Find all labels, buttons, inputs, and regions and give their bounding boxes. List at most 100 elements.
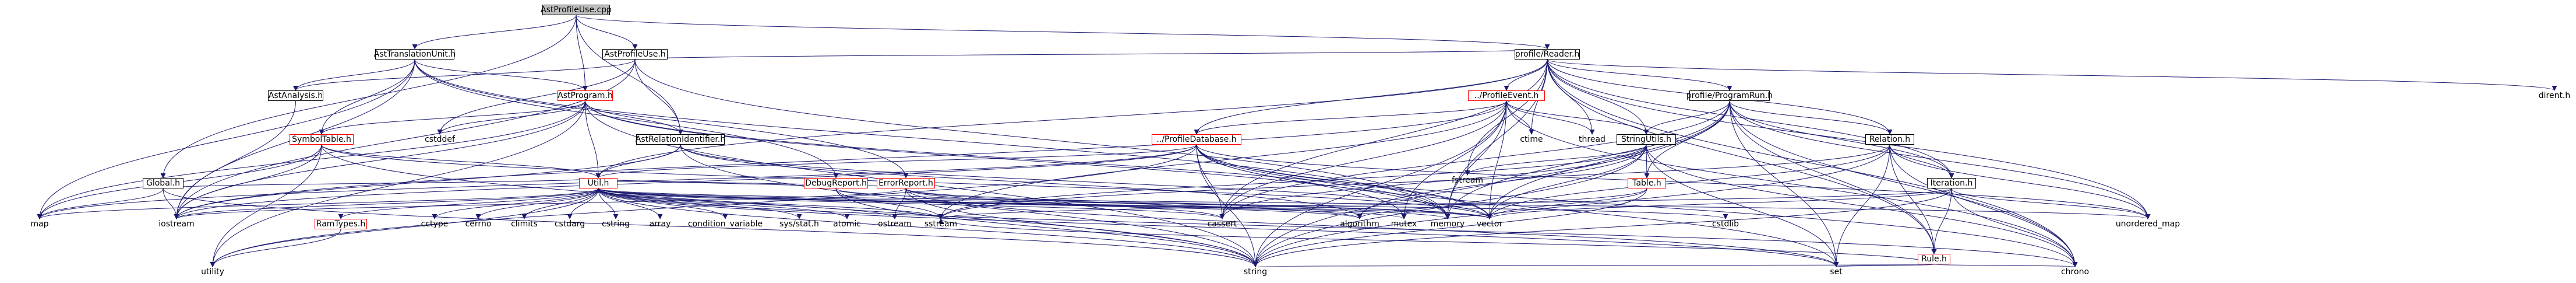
node-memory[interactable]: memory bbox=[1430, 219, 1466, 229]
node-unordered-map[interactable]: unordered_map bbox=[2110, 219, 2186, 229]
node-label: ctime bbox=[1520, 135, 1543, 144]
node-vector[interactable]: vector bbox=[1474, 219, 1505, 229]
node-label: sys/stat.h bbox=[779, 219, 819, 229]
node-direct[interactable]: dirent.h bbox=[2539, 90, 2571, 101]
node-ast-relation-identifier[interactable]: AstRelationIdentifier.h bbox=[636, 134, 725, 145]
edge-symbol-table-to-util bbox=[321, 144, 601, 179]
edge-iteration-to-unordered-map bbox=[1951, 188, 2151, 219]
node-ast-program[interactable]: AstProgram.h bbox=[557, 90, 613, 101]
node-cassert[interactable]: cassert bbox=[1205, 219, 1240, 229]
node-rule[interactable]: Rule.h bbox=[1918, 254, 1950, 264]
edge-ast-program-to-ast-relation-identifier bbox=[585, 100, 683, 135]
node-utility[interactable]: utility bbox=[196, 267, 230, 277]
edge-profile-reader-to-rule bbox=[1547, 59, 1937, 254]
edge-util-to-ostream bbox=[598, 188, 898, 219]
edge-profile-event-to-ctime bbox=[1506, 100, 1534, 135]
node-atomic[interactable]: atomic bbox=[830, 219, 864, 229]
edge-rule-to-set bbox=[1834, 261, 1935, 267]
edge-table-to-algorithm bbox=[1357, 188, 1647, 219]
node-profile-event[interactable]: ../ProfileEvent.h bbox=[1468, 90, 1545, 101]
edge-util-to-utility bbox=[210, 188, 599, 267]
edge-string-utils-to-chrono bbox=[1646, 144, 2078, 267]
node-mutex[interactable]: mutex bbox=[1388, 219, 1420, 229]
node-set[interactable]: set bbox=[1825, 267, 1848, 277]
edge-error-report-to-set bbox=[905, 188, 1839, 267]
node-profile-program-run[interactable]: profile/ProgramRun.h bbox=[1686, 90, 1773, 101]
node-fstream[interactable]: fstream bbox=[1450, 175, 1485, 186]
edge-ast-program-to-symbol-table bbox=[319, 100, 585, 135]
node-table[interactable]: Table.h bbox=[1628, 178, 1666, 188]
edge-ast-translation-unit-to-ast-program bbox=[414, 59, 588, 91]
node-relation[interactable]: Relation.h bbox=[1865, 134, 1914, 145]
node-cstring[interactable]: cstring bbox=[598, 219, 634, 229]
node-cstdarg[interactable]: cstdarg bbox=[552, 219, 588, 229]
edge-profile-reader-to-fstream bbox=[1465, 59, 1548, 176]
node-label: string bbox=[1243, 267, 1268, 277]
node-sstream[interactable]: sstream bbox=[922, 219, 960, 229]
edge-ast-profile-use-to-ast-relation-identifier bbox=[634, 59, 683, 135]
edge-profile-database-to-set bbox=[1196, 144, 1839, 267]
node-array[interactable]: array bbox=[645, 219, 675, 229]
edge-profile-reader-to-util bbox=[595, 59, 1548, 179]
node-algorithm[interactable]: algorithm bbox=[1339, 219, 1381, 229]
node-label: ostream bbox=[878, 219, 912, 229]
node-debug-report[interactable]: DebugReport.h bbox=[804, 178, 868, 188]
node-label: Rule.h bbox=[1921, 254, 1947, 264]
node-profile-database[interactable]: ../ProfileDatabase.h bbox=[1152, 134, 1241, 145]
node-string[interactable]: string bbox=[1240, 267, 1271, 277]
edge-profile-event-to-mutex bbox=[1401, 100, 1507, 219]
node-global[interactable]: Global.h bbox=[143, 178, 184, 188]
node-cstddef[interactable]: cstddef bbox=[423, 134, 457, 145]
node-label: profile/Reader.h bbox=[1515, 50, 1580, 59]
edge-symbol-table-to-utility bbox=[210, 144, 322, 267]
edge-root-to-ast-relation-identifier bbox=[576, 15, 683, 135]
node-symbol-table[interactable]: SymbolTable.h bbox=[290, 134, 354, 145]
edge-profile-program-run-to-set bbox=[1729, 100, 1839, 267]
edge-util-to-cstdarg bbox=[567, 188, 599, 219]
node-cerrno[interactable]: cerrno bbox=[461, 219, 495, 229]
node-cctype[interactable]: cctype bbox=[418, 219, 451, 229]
node-chrono[interactable]: chrono bbox=[2058, 267, 2092, 277]
node-label: profile/ProgramRun.h bbox=[1686, 91, 1773, 100]
node-thread[interactable]: thread bbox=[1578, 134, 1607, 145]
edge-iteration-to-vector bbox=[1487, 188, 1952, 219]
node-error-report[interactable]: ErrorReport.h bbox=[877, 178, 935, 188]
node-label: condition_variable bbox=[687, 219, 763, 229]
node-string-utils[interactable]: StringUtils.h bbox=[1617, 134, 1676, 145]
edge-iteration-to-rule bbox=[1931, 188, 1952, 254]
edge-ram-types-to-utility bbox=[210, 229, 341, 267]
node-ctime[interactable]: ctime bbox=[1518, 134, 1545, 145]
edge-profile-database-to-string bbox=[1196, 144, 1258, 267]
node-ast-translation-unit[interactable]: AstTranslationUnit.h bbox=[374, 49, 456, 60]
edge-relation-to-unordered-map bbox=[1889, 144, 2151, 219]
edge-ast-profile-use-to-ast-analysis bbox=[293, 59, 636, 91]
edge-profile-database-to-map bbox=[37, 144, 1197, 219]
edge-root-to-ast-translation-unit bbox=[412, 15, 577, 50]
edge-profile-program-run-to-iteration bbox=[1729, 100, 1954, 179]
node-cstdlib[interactable]: cstdlib bbox=[1708, 219, 1743, 229]
edge-string-utils-to-fstream bbox=[1465, 144, 1647, 176]
edge-profile-reader-to-thread bbox=[1547, 59, 1595, 135]
node-iteration[interactable]: Iteration.h bbox=[1927, 178, 1976, 188]
node-ast-profile-use[interactable]: AstProfileUse.h bbox=[602, 49, 668, 60]
edge-profile-database-to-util bbox=[595, 144, 1197, 179]
node-profile-reader[interactable]: profile/Reader.h bbox=[1515, 49, 1580, 60]
node-map[interactable]: map bbox=[28, 219, 51, 229]
node-ast-analysis[interactable]: AstAnalysis.h bbox=[268, 90, 323, 101]
node-label: algorithm bbox=[1340, 219, 1379, 229]
edge-string-utils-to-algorithm bbox=[1357, 144, 1647, 219]
node-util[interactable]: Util.h bbox=[579, 178, 617, 188]
edge-ast-translation-unit-to-memory bbox=[414, 59, 1451, 219]
node-ostream[interactable]: ostream bbox=[876, 219, 914, 229]
node-iostream[interactable]: iostream bbox=[157, 219, 196, 229]
edge-profile-database-to-chrono bbox=[1196, 144, 2078, 267]
node-sys-stat[interactable]: sys/stat.h bbox=[776, 219, 823, 229]
edge-profile-event-to-cassert bbox=[1219, 100, 1507, 219]
edge-table-to-string bbox=[1252, 188, 1647, 267]
edge-profile-event-to-string bbox=[1252, 100, 1507, 267]
node-climits[interactable]: climits bbox=[507, 219, 541, 229]
node-label: cstddef bbox=[425, 135, 455, 144]
node-condition-variable[interactable]: condition_variable bbox=[684, 219, 766, 229]
edge-global-to-string bbox=[163, 188, 1258, 267]
node-ram-types[interactable]: RamTypes.h bbox=[315, 219, 367, 229]
